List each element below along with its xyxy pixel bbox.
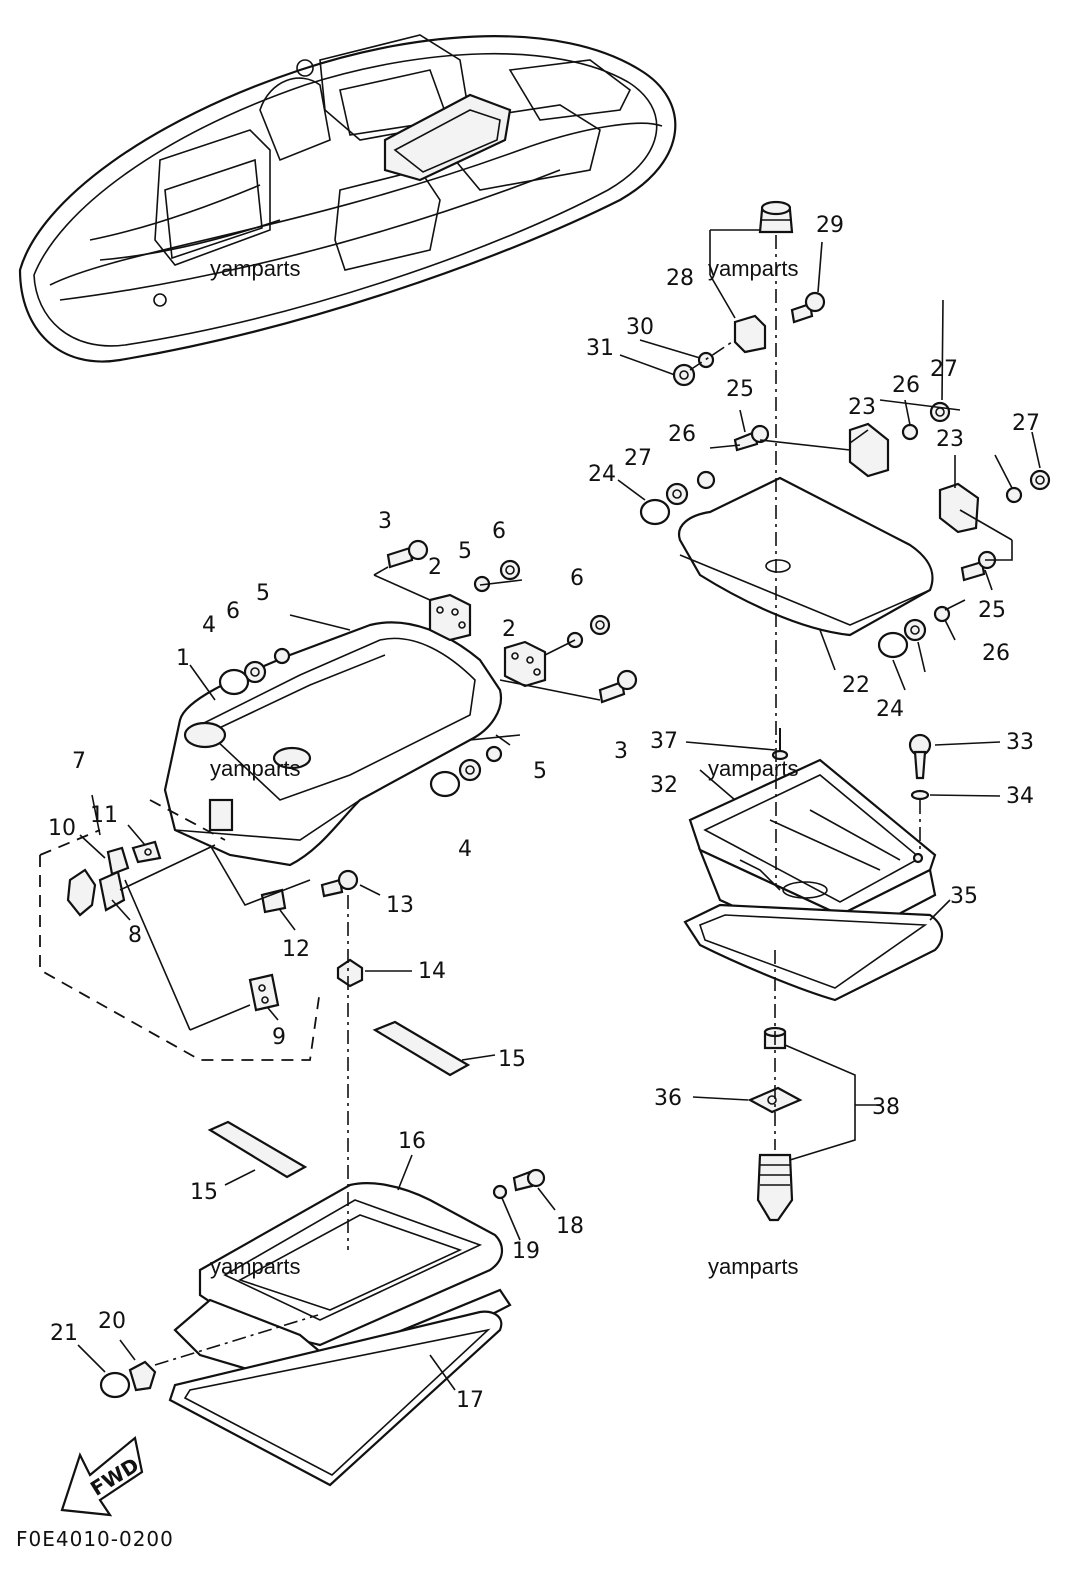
callout-22: 22 — [842, 673, 870, 698]
callout-5: 5 — [256, 581, 270, 606]
hinges-23 — [639, 401, 1051, 659]
callout-20: 20 — [98, 1309, 126, 1334]
callout-15: 15 — [498, 1047, 526, 1072]
hinge-2-upper — [428, 593, 472, 642]
callout-35: 35 — [950, 884, 978, 909]
callout-34: 34 — [1006, 784, 1034, 809]
callout-2: 2 — [502, 617, 516, 642]
assembly-7-outline — [39, 799, 321, 1061]
callout-14: 14 — [418, 959, 446, 984]
callout-13: 13 — [386, 893, 414, 918]
watermark: yamparts — [210, 1254, 300, 1279]
watermark: yamparts — [708, 756, 798, 781]
callout-6: 6 — [226, 599, 240, 624]
callout-36: 36 — [654, 1086, 682, 1111]
engine-hatch-cover — [163, 621, 503, 867]
alignment-lines — [154, 235, 921, 1366]
callout-1: 1 — [176, 646, 190, 671]
callout-27: 27 — [624, 446, 652, 471]
callout-16: 16 — [398, 1129, 426, 1154]
watermarks: yamparts yamparts yamparts yamparts yamp… — [210, 256, 798, 1279]
callout-12: 12 — [282, 937, 310, 962]
callout-18: 18 — [556, 1214, 584, 1239]
callout-32: 32 — [650, 773, 678, 798]
callout-31: 31 — [586, 336, 614, 361]
watermark: yamparts — [210, 256, 300, 281]
callout-9: 9 — [272, 1025, 286, 1050]
gasket-35 — [683, 903, 943, 1002]
callout-4: 4 — [202, 613, 216, 638]
callout-5: 5 — [458, 539, 472, 564]
callout-5: 5 — [533, 759, 547, 784]
callout-2: 2 — [428, 555, 442, 580]
callout-11: 11 — [90, 803, 118, 828]
callout-3: 3 — [614, 739, 628, 764]
leader-lines — [289, 229, 1013, 1161]
fasteners-right — [771, 728, 932, 801]
callout-6: 6 — [492, 519, 506, 544]
callout-27: 27 — [1012, 411, 1040, 436]
callout-23: 23 — [936, 427, 964, 452]
callout-24: 24 — [588, 462, 616, 487]
callout-leaders — [77, 241, 1041, 1391]
watermark: yamparts — [708, 1254, 798, 1279]
callout-17: 17 — [456, 1388, 484, 1413]
callout-37: 37 — [650, 729, 678, 754]
callout-23: 23 — [848, 395, 876, 420]
callout-26: 26 — [892, 373, 920, 398]
callout-25: 25 — [978, 598, 1006, 623]
boat-illustration — [18, 34, 677, 363]
callout-7: 7 — [72, 749, 86, 774]
callout-21: 21 — [50, 1321, 78, 1346]
latch-parts — [66, 840, 364, 1031]
pad-15 — [207, 1020, 471, 1179]
callout-38: 38 — [872, 1095, 900, 1120]
liner-16-gasket-17 — [168, 1182, 512, 1487]
callout-6: 6 — [570, 566, 584, 591]
bolt-3-upper — [386, 539, 429, 569]
small-fasteners-lower — [99, 1168, 546, 1399]
grommet-28-assembly — [672, 200, 826, 387]
callout-30: 30 — [626, 315, 654, 340]
hinge-2-lower — [503, 640, 547, 688]
callout-4: 4 — [458, 837, 472, 862]
callout-25: 25 — [726, 377, 754, 402]
seat-board-22 — [677, 476, 934, 637]
drawing-code: F0E4010-0200 — [16, 1527, 174, 1551]
callout-15: 15 — [190, 1180, 218, 1205]
drain-assembly-36-38 — [747, 1026, 803, 1222]
callout-29: 29 — [816, 213, 844, 238]
callout-26: 26 — [982, 641, 1010, 666]
callout-10: 10 — [48, 816, 76, 841]
bolt-3-lower — [598, 669, 638, 704]
callout-28: 28 — [666, 266, 694, 291]
watermark: yamparts — [708, 256, 798, 281]
callout-19: 19 — [512, 1239, 540, 1264]
callout-labels: 1 2 2 3 3 4 4 5 5 5 6 6 6 7 8 9 10 11 12… — [48, 213, 1040, 1413]
callout-26: 26 — [668, 422, 696, 447]
callout-33: 33 — [1006, 730, 1034, 755]
callout-3: 3 — [378, 509, 392, 534]
callout-8: 8 — [128, 923, 142, 948]
callout-24: 24 — [876, 697, 904, 722]
callout-27: 27 — [930, 357, 958, 382]
watermark: yamparts — [210, 756, 300, 781]
fwd-arrow: FWD — [60, 1435, 144, 1517]
